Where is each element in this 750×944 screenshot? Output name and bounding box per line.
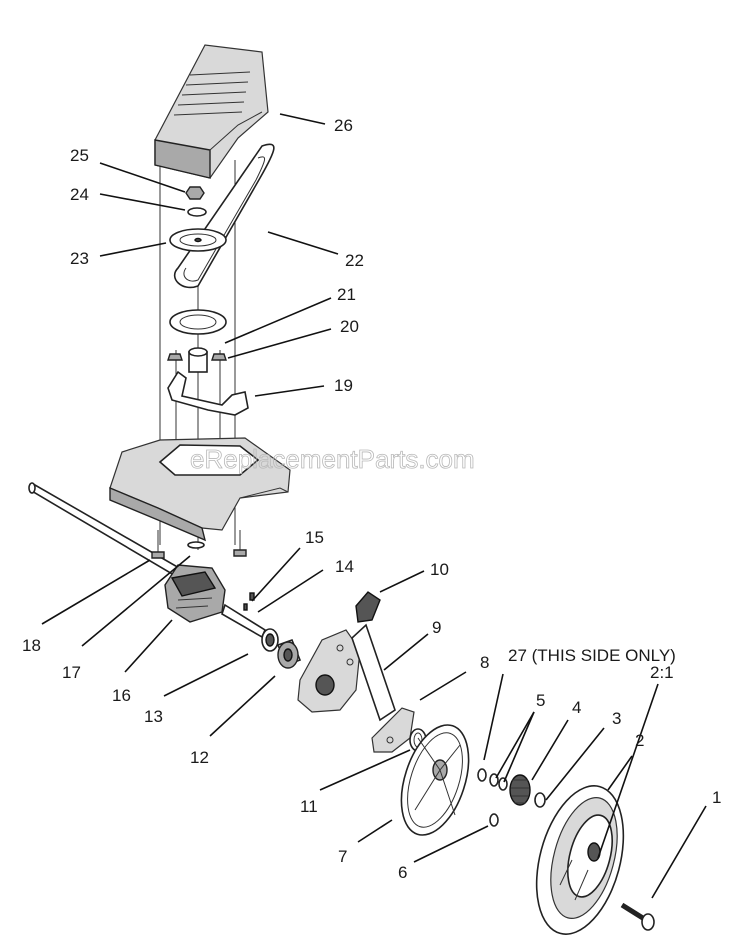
washers-5 bbox=[489, 773, 508, 791]
callout-24: 24 bbox=[70, 185, 89, 204]
callout-25: 25 bbox=[70, 146, 89, 165]
callout-22: 22 bbox=[345, 251, 364, 270]
pinion-bushing bbox=[276, 638, 302, 669]
callout-labels: 26 25 24 23 22 21 20 19 18 17 16 15 14 1… bbox=[22, 116, 721, 882]
callout-13: 13 bbox=[144, 707, 163, 726]
callout-27: 27 (THIS SIDE ONLY) bbox=[508, 646, 676, 665]
wheel bbox=[535, 785, 625, 935]
drive-gear bbox=[509, 774, 531, 806]
callout-12: 12 bbox=[190, 748, 209, 767]
callout-9: 9 bbox=[432, 618, 441, 637]
callout-18: 18 bbox=[22, 636, 41, 655]
bearing bbox=[261, 628, 279, 652]
callout-3: 3 bbox=[612, 709, 621, 728]
bolts-and-washer bbox=[151, 530, 247, 559]
callout-15: 15 bbox=[305, 528, 324, 547]
callout-4: 4 bbox=[572, 698, 581, 717]
callout-5: 5 bbox=[536, 691, 545, 710]
bushing-and-bolts bbox=[167, 347, 227, 373]
spacer bbox=[534, 792, 546, 808]
height-adjust-lever bbox=[351, 591, 396, 722]
height-adjust-plate bbox=[297, 629, 361, 713]
key-and-pin bbox=[243, 592, 255, 611]
callout-19: 19 bbox=[334, 376, 353, 395]
callout-1: 1 bbox=[712, 788, 721, 807]
callout-21: 21 bbox=[337, 285, 356, 304]
callout-7: 7 bbox=[338, 847, 347, 866]
belt-cover bbox=[154, 44, 269, 179]
callout-11: 11 bbox=[300, 797, 318, 816]
callout-16: 16 bbox=[112, 686, 131, 705]
callout-14: 14 bbox=[335, 557, 354, 576]
upper-pulley bbox=[169, 228, 227, 252]
callout-2: 2 bbox=[635, 731, 644, 750]
gearbox bbox=[164, 564, 267, 639]
callout-6: 6 bbox=[398, 863, 407, 882]
callout-20: 20 bbox=[340, 317, 359, 336]
washer-6 bbox=[489, 813, 499, 827]
mounting-bracket bbox=[167, 370, 249, 416]
callout-23: 23 bbox=[70, 249, 89, 268]
wheel-bolt bbox=[620, 902, 655, 931]
callout-17: 17 bbox=[62, 663, 81, 682]
nut-and-washer bbox=[185, 186, 207, 217]
callout-26: 26 bbox=[334, 116, 353, 135]
drive-wheel-hub bbox=[400, 724, 470, 836]
callout-2-1: 2:1 bbox=[650, 663, 674, 682]
callout-10: 10 bbox=[430, 560, 449, 579]
leader-lines bbox=[41, 113, 707, 899]
lower-pulley bbox=[169, 309, 227, 335]
callout-8: 8 bbox=[480, 653, 489, 672]
washer-27 bbox=[477, 768, 487, 782]
watermark: eReplacementParts.com bbox=[190, 444, 475, 474]
deck-housing bbox=[109, 437, 291, 542]
